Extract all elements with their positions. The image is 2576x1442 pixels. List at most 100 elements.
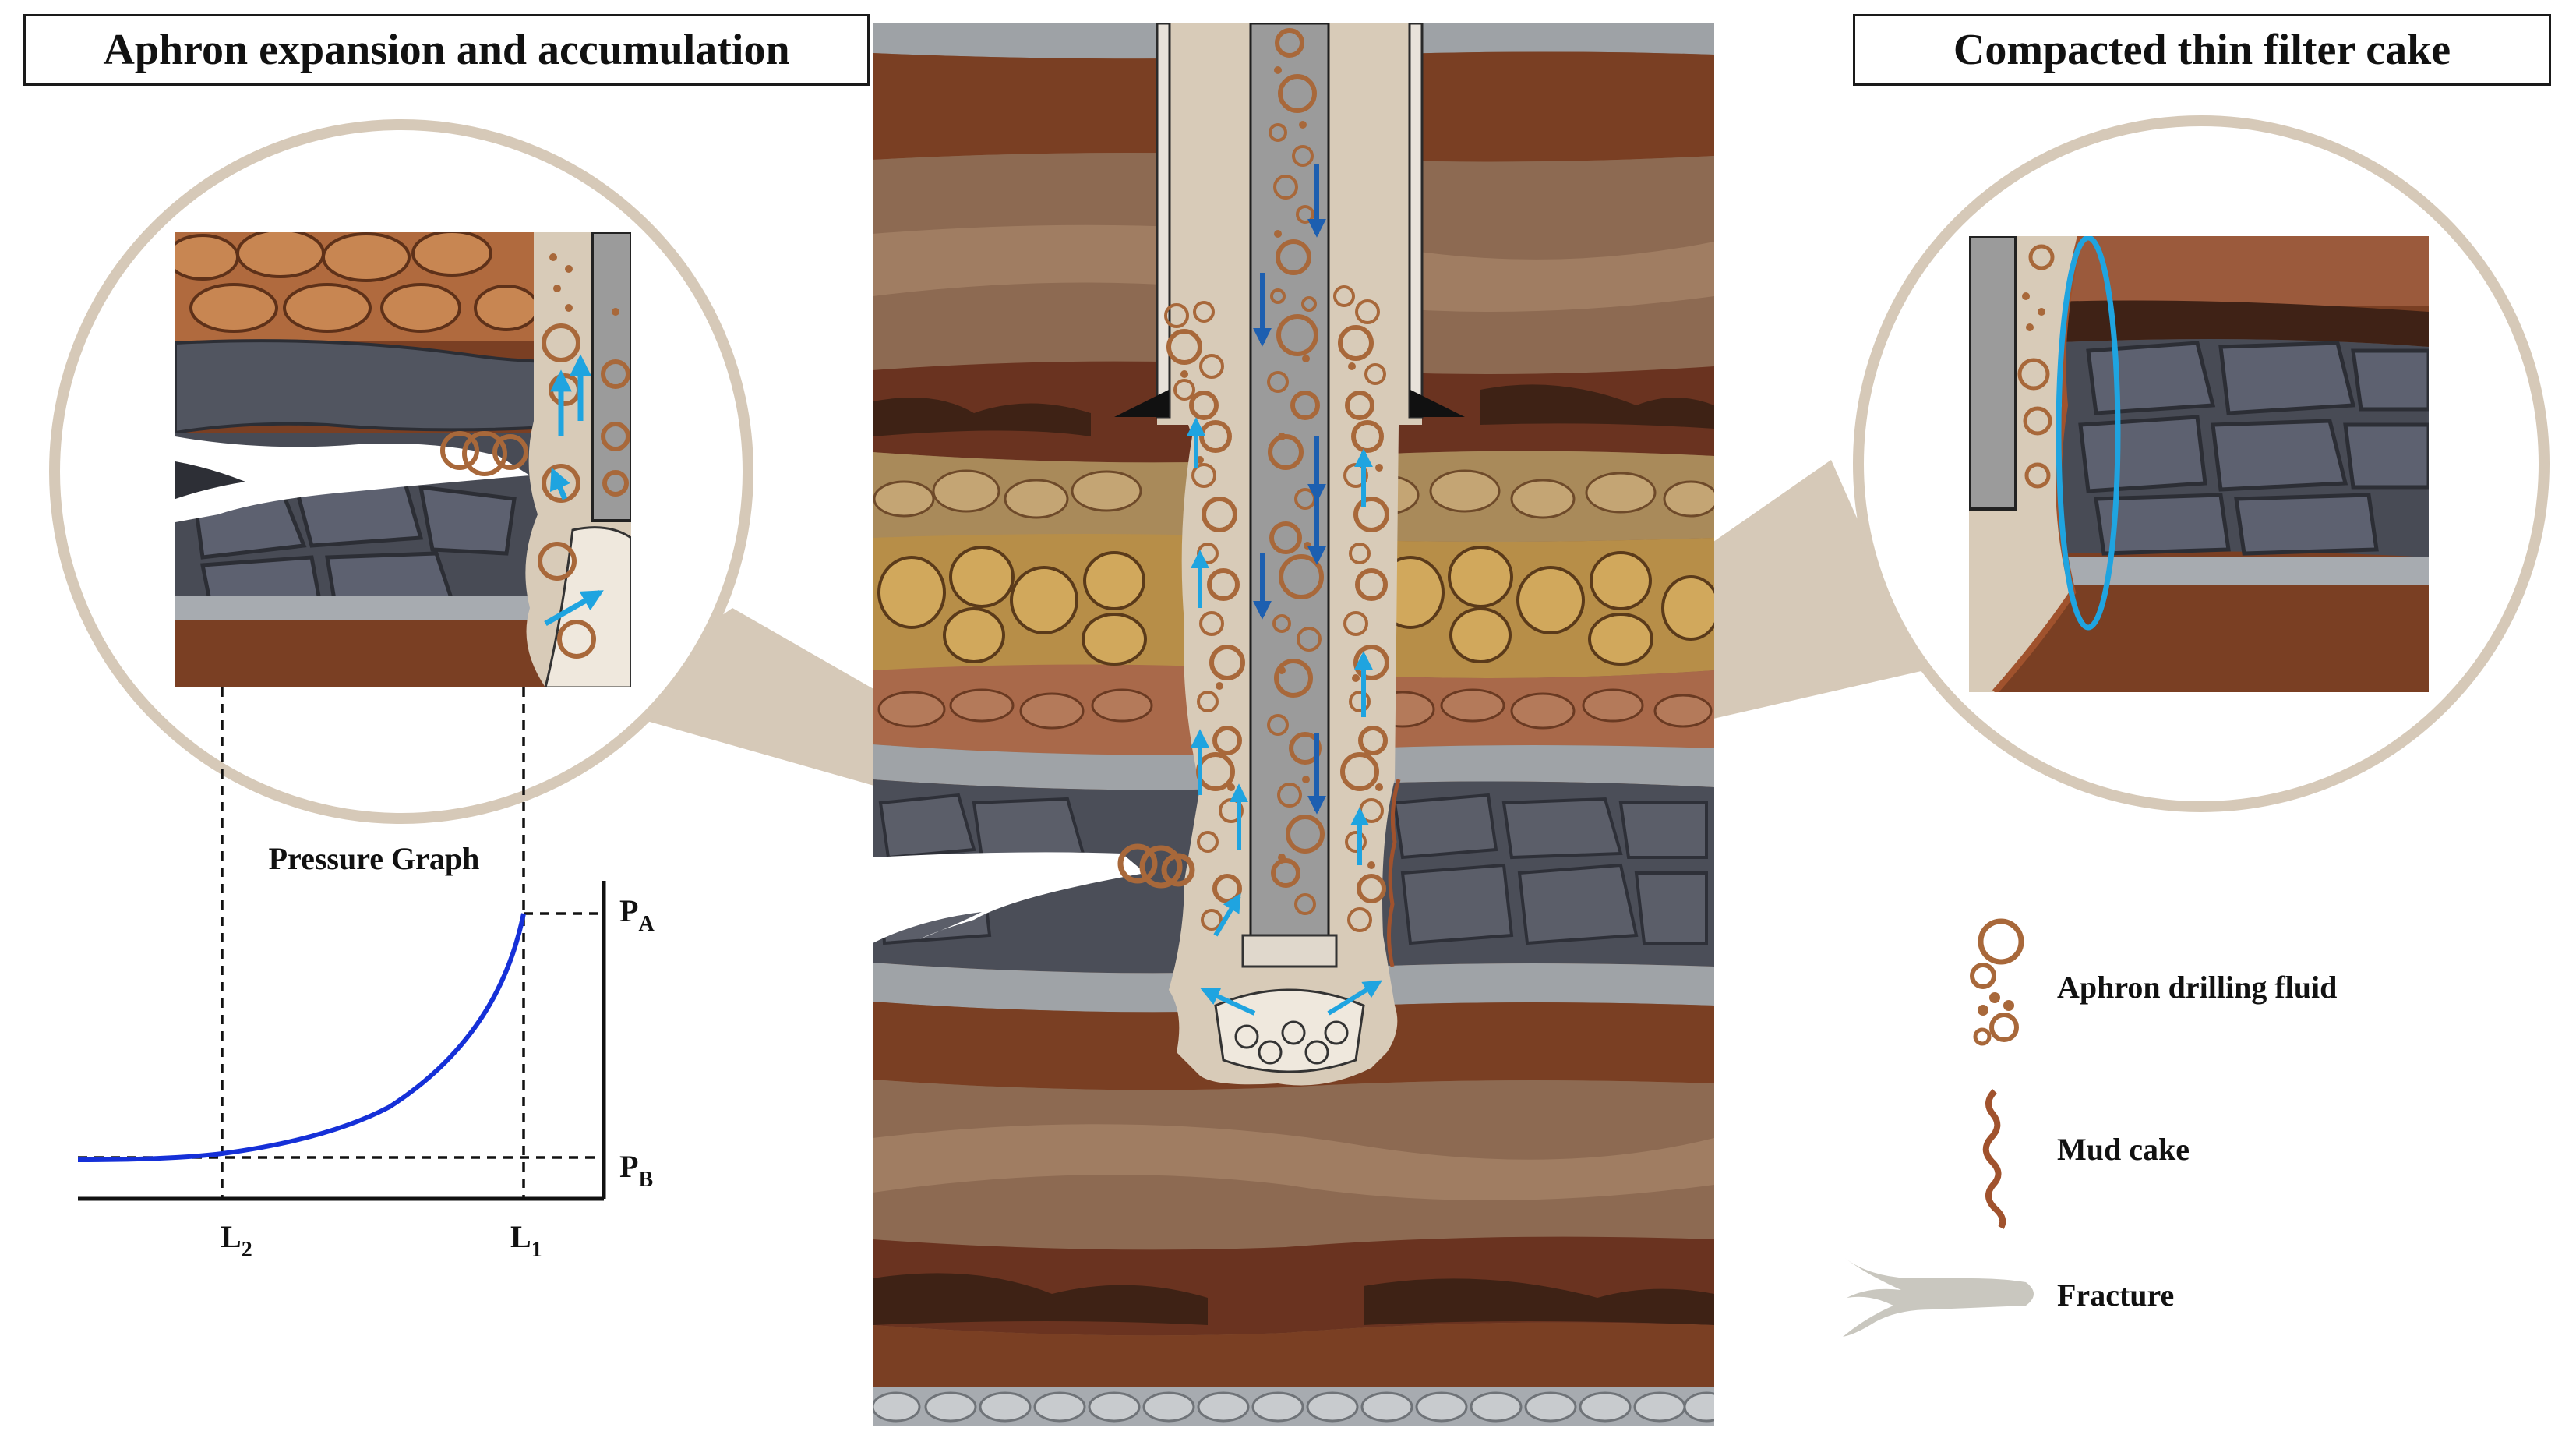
filter-cake-highlight [2056, 236, 2121, 631]
casing-shoe-right [1410, 390, 1465, 417]
legend-label-fracture: Fracture [2057, 1278, 2174, 1313]
aphron-bubble [1275, 28, 1304, 58]
center-fracture [873, 852, 1145, 943]
aphron-bubble [1276, 314, 1318, 356]
fluid-particle [1304, 542, 1311, 550]
aphron-bubble [1338, 325, 1374, 361]
label-l2: L2 [221, 1219, 252, 1262]
aphron-bubble [1270, 288, 1286, 304]
aphron-bubble [1212, 726, 1242, 755]
aphron-bubble [1199, 611, 1224, 636]
fluid-particle [1367, 861, 1375, 869]
label-pa: PA [619, 893, 655, 936]
aphron-bubble [1273, 175, 1298, 200]
aphron-bubble [1297, 627, 1322, 652]
aphron-bubble [1301, 296, 1317, 312]
legend-label-aphron: Aphron drilling fluid [2057, 970, 2337, 1005]
aphron-bubble [1349, 543, 1371, 564]
legend: Aphron drilling fluid Mud cake Fracture [1843, 918, 2337, 1337]
aphron-bubble [1286, 815, 1325, 854]
fluid-particle [1302, 776, 1310, 783]
return-flow-arrow [1327, 980, 1383, 1016]
fluid-particle [1216, 682, 1223, 690]
left-zoom-panel [175, 232, 631, 687]
fluid-particle [1274, 230, 1282, 238]
aphron-bubble [1343, 611, 1368, 636]
aphron-bubble [1277, 783, 1302, 808]
graph-title: Pressure Graph [269, 841, 480, 876]
aphron-bubble [1197, 831, 1219, 853]
legend-label-mud-cake: Mud cake [2057, 1132, 2190, 1167]
aphron-bubble [1267, 714, 1289, 736]
aphron-bubble [1292, 145, 1314, 167]
fracture-icon [1843, 1256, 2034, 1337]
fluid-particle [1227, 783, 1235, 791]
aphron-bubble [1340, 752, 1379, 791]
fluid-particle [1180, 370, 1188, 378]
return-flow-arrow [1200, 988, 1256, 1016]
aphron-bubble [1294, 893, 1316, 915]
fluid-particle [1278, 854, 1286, 861]
aphron-bubble [1274, 659, 1313, 698]
center-fracture-aphron-plug [1117, 843, 1195, 889]
aphron-bubble [1278, 74, 1317, 113]
aphron-bubble [1364, 363, 1386, 385]
aphron-bubble [1193, 301, 1215, 323]
left-title-box: Aphron expansion and accumulation [23, 14, 870, 86]
aphron-bubble [1345, 831, 1367, 853]
fluid-particle [1352, 674, 1360, 682]
aphron-bubble [1290, 391, 1320, 420]
aphron-bubble [1199, 354, 1224, 379]
mud-cake-icon [1982, 1089, 2006, 1230]
center-mud-cake [1387, 779, 1401, 967]
upflow-arrow [1213, 892, 1241, 937]
aphron-bubble [1345, 391, 1374, 420]
center-aphron-bubbles [1164, 28, 1389, 932]
fluid-particle [1278, 666, 1286, 674]
right-title: Compacted thin filter cake [1953, 26, 2451, 74]
aphron-bubble [1191, 463, 1216, 488]
aphron-bubble [1296, 205, 1314, 224]
aphron-bubble [1202, 497, 1237, 532]
aphron-bubble [1269, 123, 1287, 142]
fluid-particle [1348, 362, 1356, 370]
label-pb: PB [619, 1149, 653, 1192]
aphron-bubble [1209, 645, 1245, 680]
aphron-bubble [1349, 691, 1371, 712]
aphron-bubble [1272, 614, 1291, 633]
aphron-bubbles-icon [1970, 918, 2024, 1046]
aphron-bubble [1269, 521, 1302, 554]
casing-shoe-left [1114, 390, 1169, 417]
label-l1: L1 [510, 1219, 542, 1262]
fluid-particle [1375, 464, 1383, 472]
aphron-bubble [1353, 497, 1389, 532]
aphron-bubble [1197, 691, 1219, 712]
fluid-particle [1299, 121, 1307, 129]
center-strata [873, 23, 1714, 1426]
aphron-bubble [1207, 568, 1240, 601]
aphron-bubble [1358, 726, 1388, 755]
aphron-bubble [1333, 285, 1355, 307]
aphron-bubble [1164, 303, 1189, 328]
aphron-bubble [1276, 239, 1311, 275]
aphron-bubble [1355, 299, 1380, 324]
fluid-particle [1274, 66, 1282, 74]
aphron-bubble [1267, 371, 1289, 393]
aphron-bubble [1355, 568, 1388, 601]
aphron-bubble [1357, 874, 1386, 903]
aphron-bubble [1279, 554, 1324, 599]
aphron-bubble [1173, 379, 1195, 401]
casing-left [1156, 23, 1171, 419]
fluid-particle [1278, 433, 1286, 440]
aphron-bubble [1199, 420, 1232, 453]
aphron-bubble [1166, 329, 1202, 365]
aphron-bubble [1201, 909, 1223, 931]
pressure-graph: Pressure Graph PA PB L2 L1 [77, 687, 655, 1262]
fluid-particle [1375, 783, 1383, 791]
casing-right [1408, 23, 1424, 419]
aphron-bubble [1347, 907, 1372, 932]
pressure-curve [77, 913, 526, 1162]
fluid-particle [1302, 355, 1310, 362]
center-flow-arrows [1187, 164, 1383, 1016]
